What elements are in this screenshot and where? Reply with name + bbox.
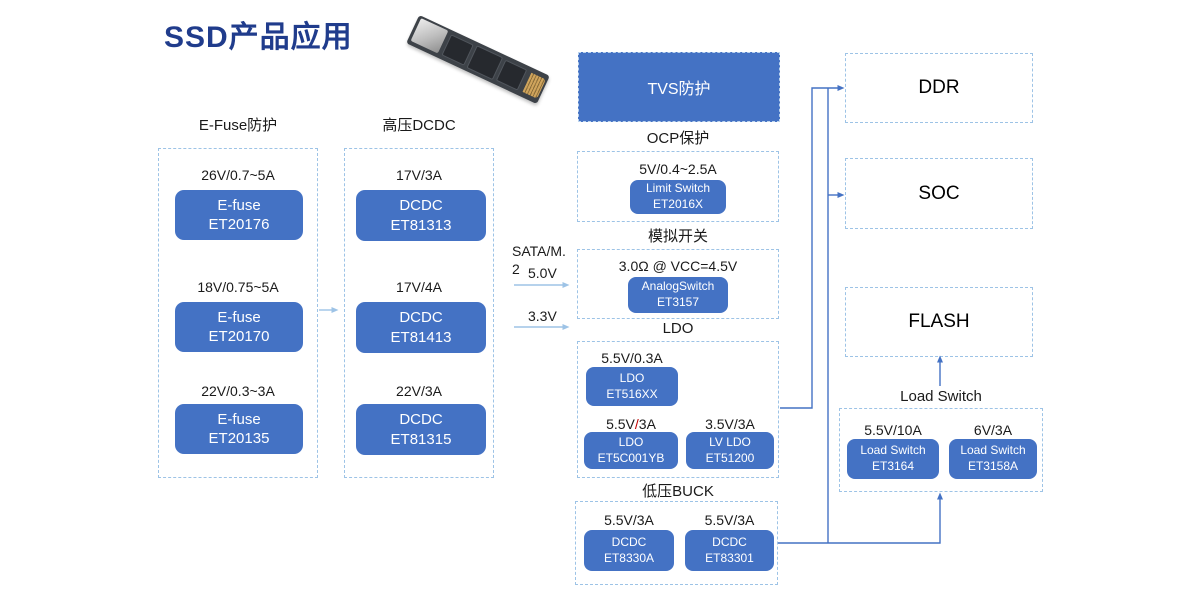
chip-dcdc-et81413: DCDC ET81413 bbox=[356, 302, 486, 353]
rail-label-5v: 5.0V bbox=[528, 265, 557, 281]
chip-part: ET8330A bbox=[603, 550, 655, 565]
rating-label: 22V/3A bbox=[396, 383, 442, 399]
wire-buck-to-load-switch bbox=[778, 492, 943, 544]
rating-label-red-slash: 5.5V/3A bbox=[584, 416, 678, 432]
chip-type: E-fuse bbox=[217, 196, 261, 214]
rating-post: 3A bbox=[638, 416, 656, 432]
chip-efuse-et20135: E-fuse ET20135 bbox=[175, 404, 303, 454]
chip-type: DCDC bbox=[399, 309, 443, 326]
load-box-flash: FLASH bbox=[845, 287, 1033, 357]
chip-part: ET2016X bbox=[652, 197, 704, 211]
chip-part: ET3164 bbox=[871, 459, 915, 473]
rating-label: 5.5V/0.3A bbox=[601, 350, 663, 366]
ssd-edge-connector bbox=[522, 72, 546, 99]
chip-type: DCDC bbox=[399, 411, 443, 428]
chip-efuse-et20176: E-fuse ET20176 bbox=[175, 190, 303, 240]
chip-lv-ldo-et51200: LV LDO ET51200 bbox=[686, 432, 774, 469]
rating-label: 22V/0.3~3A bbox=[201, 383, 275, 399]
chip-part: ET51200 bbox=[705, 450, 755, 465]
rating-label: 3.0Ω @ VCC=4.5V bbox=[618, 258, 738, 274]
chip-limit-switch-et2016x: Limit Switch ET2016X bbox=[630, 180, 726, 214]
analog-switch-section-header: 模拟开关 bbox=[647, 228, 708, 245]
chip-part: ET516XX bbox=[606, 386, 658, 401]
chip-part: ET83301 bbox=[705, 550, 754, 565]
chip-ldo-et516xx: LDO ET516XX bbox=[586, 367, 678, 406]
ssd-product-image bbox=[400, 15, 560, 116]
chip-part: ET20176 bbox=[208, 216, 270, 233]
panel-dcdc: 17V/3A DCDC ET81313 17V/4A DCDC ET81413 … bbox=[344, 148, 494, 478]
ssd-pcb bbox=[406, 15, 550, 104]
rating-label: 17V/3A bbox=[396, 167, 442, 183]
panel-buck: 5.5V/3A DCDC ET8330A 5.5V/3A DCDC ET8330… bbox=[575, 501, 778, 585]
load-box-soc: SOC bbox=[845, 158, 1033, 229]
chip-efuse-et20170: E-fuse ET20170 bbox=[175, 302, 303, 352]
buck-section-header: 低压BUCK bbox=[642, 483, 714, 500]
rating-label: 5.5V/10A bbox=[864, 422, 922, 438]
dcdc-column-header: 高压DCDC bbox=[382, 117, 456, 134]
chip-part: ET81313 bbox=[390, 216, 452, 234]
rating-label: 18V/0.75~5A bbox=[197, 279, 279, 295]
panel-efuse: 26V/0.7~5A E-fuse ET20176 18V/0.75~5A E-… bbox=[158, 148, 318, 478]
chip-dcdc-et81315: DCDC ET81315 bbox=[356, 404, 486, 455]
chip-type: E-fuse bbox=[217, 410, 261, 428]
tvs-protection-banner: TVS防护 bbox=[578, 52, 780, 122]
chip-dcdc-et8330a: DCDC ET8330A bbox=[584, 530, 674, 571]
rating-slash: / bbox=[634, 416, 639, 432]
chip-dcdc-et81313: DCDC ET81313 bbox=[356, 190, 486, 241]
panel-ldo: 5.5V/0.3A LDO ET516XX 5.5V/3A LDO ET5C00… bbox=[577, 341, 779, 478]
chip-type: Limit Switch bbox=[645, 181, 710, 196]
chip-type: E-fuse bbox=[217, 308, 261, 326]
ssd-nand-chip bbox=[495, 59, 528, 91]
rail-label-3v3: 3.3V bbox=[528, 308, 557, 324]
rating-label: 26V/0.7~5A bbox=[201, 167, 275, 183]
chip-type: LDO bbox=[618, 434, 644, 449]
chip-part: ET81315 bbox=[390, 430, 452, 448]
panel-ocp: 5V/0.4~2.5A Limit Switch ET2016X bbox=[577, 151, 779, 222]
chip-part: ET3158A bbox=[967, 459, 1019, 473]
chip-part: ET20170 bbox=[208, 328, 270, 345]
chip-part: ET81413 bbox=[390, 328, 452, 346]
ssd-label-sticker bbox=[410, 18, 449, 54]
wire-ldo-to-ddr bbox=[780, 85, 845, 409]
rating-label: 5V/0.4~2.5A bbox=[639, 161, 717, 177]
page-title: SSD产品应用 bbox=[164, 21, 353, 54]
chip-type: Load Switch bbox=[860, 443, 926, 458]
panel-analog-switch: 3.0Ω @ VCC=4.5V AnalogSwitch ET3157 bbox=[577, 249, 779, 319]
chip-type: DCDC bbox=[611, 534, 647, 549]
rating-label: 5.5V/3A bbox=[604, 512, 654, 528]
rating-label: 17V/4A bbox=[396, 279, 442, 295]
rating-pre: 5.5V bbox=[606, 416, 635, 432]
chip-type: DCDC bbox=[712, 534, 747, 549]
efuse-column-header: E-Fuse防护 bbox=[198, 117, 278, 134]
chip-part: ET20135 bbox=[208, 430, 270, 447]
load-switch-section-header: Load Switch bbox=[900, 388, 982, 405]
interface-label-sata-2: 2 bbox=[512, 261, 520, 277]
chip-analog-switch-et3157: AnalogSwitch ET3157 bbox=[628, 277, 728, 313]
panel-load-switch: 5.5V/10A Load Switch ET3164 6V/3A Load S… bbox=[839, 408, 1043, 492]
chip-type: LDO bbox=[619, 370, 645, 385]
chip-type: DCDC bbox=[399, 197, 443, 214]
chip-load-switch-et3164: Load Switch ET3164 bbox=[847, 439, 939, 479]
chip-type: LV LDO bbox=[709, 434, 751, 449]
rating-label: 3.5V/3A bbox=[705, 416, 755, 432]
chip-part: ET3157 bbox=[656, 295, 700, 309]
chip-dcdc-et83301: DCDC ET83301 bbox=[685, 530, 774, 571]
chip-load-switch-et3158a: Load Switch ET3158A bbox=[949, 439, 1037, 479]
chip-type: AnalogSwitch bbox=[641, 279, 715, 294]
load-box-ddr: DDR bbox=[845, 53, 1033, 123]
ocp-section-header: OCP保护 bbox=[646, 130, 710, 147]
rating-label: 5.5V/3A bbox=[704, 512, 755, 528]
chip-type: Load Switch bbox=[960, 443, 1026, 458]
rating-label: 6V/3A bbox=[973, 422, 1013, 438]
chip-part: ET5C001YB bbox=[597, 450, 665, 465]
chip-ldo-et5c001yb: LDO ET5C001YB bbox=[584, 432, 678, 469]
interface-label-sata: SATA/M. bbox=[512, 243, 566, 259]
ldo-section-header: LDO bbox=[662, 320, 694, 337]
